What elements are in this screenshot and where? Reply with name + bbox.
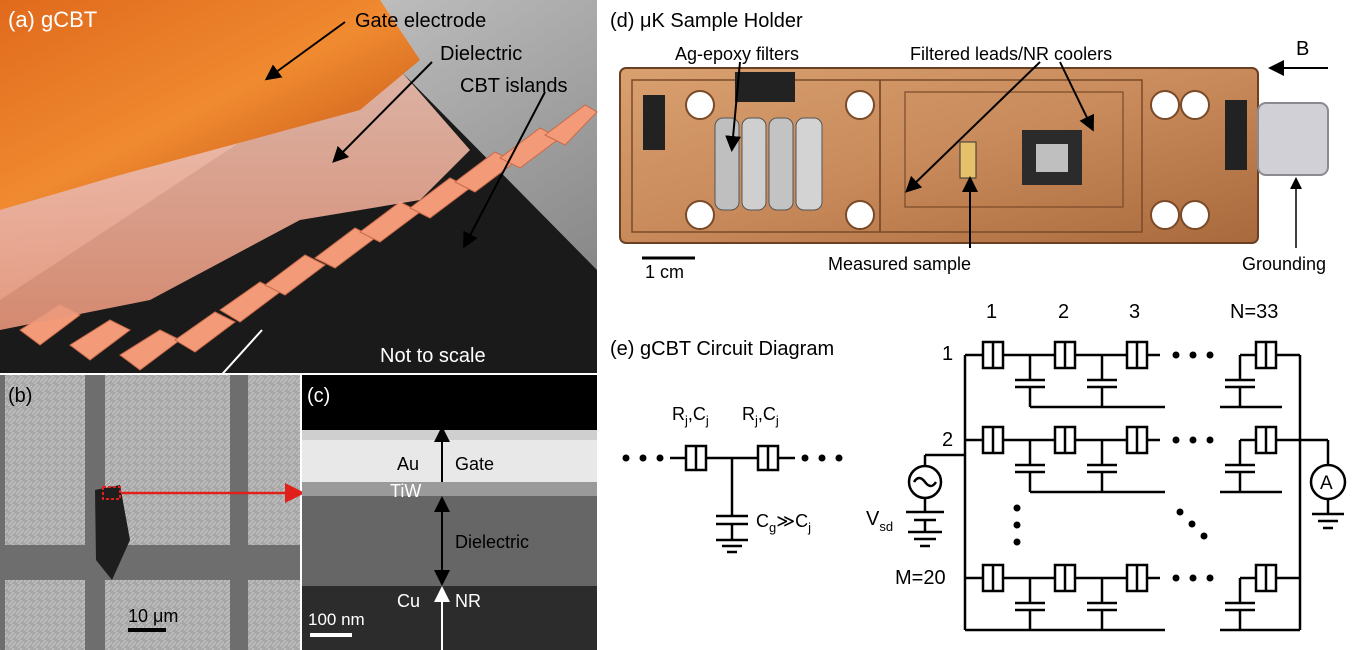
scalebar-c-label: 100 nm [308, 610, 365, 629]
filtered-leads-arrow-2 [1059, 61, 1094, 132]
filter-connector [735, 72, 795, 102]
col-label-2: 2 [1058, 301, 1069, 323]
gate-electrode-layer [0, 0, 420, 210]
ammeter-label: A [1320, 473, 1333, 494]
cg-label: Cg≫Cj [756, 511, 811, 535]
screw-hole [845, 200, 875, 230]
scalebar-b-label: 10 μm [128, 606, 178, 626]
panel-d: (d) μK Sample Holder Ag-ep [610, 10, 1329, 282]
filtered-leads-arrow-1 [905, 61, 1041, 193]
col-label-n: N=33 [1230, 301, 1278, 323]
scalebar-d-label: 1 cm [645, 262, 684, 282]
array-labels: 1 2 3 N=33 1 2 M=20 A Vsd [866, 301, 1333, 589]
measured-sample-label: Measured sample [828, 254, 971, 274]
holder-recess [879, 79, 1143, 233]
panel-c-title: (c) [307, 385, 330, 407]
row-label-2: 2 [942, 429, 953, 451]
tiw-label: TiW [390, 481, 421, 501]
zoom-box [102, 486, 121, 500]
cbt-array-circuit [906, 340, 1347, 632]
sem-pad [248, 375, 300, 545]
dielectric-label: Dielectric [440, 43, 522, 65]
panel-b: (b) 10 μm [0, 375, 305, 650]
rj-cj-label-2: Rj,Cj [742, 404, 779, 428]
rj-cj-label-1: Rj,Cj [672, 404, 709, 428]
gate-electrode-arrow [264, 21, 346, 81]
cbt-island-bars [19, 104, 598, 371]
b-field-label: B [1296, 38, 1309, 60]
screw-hole [845, 90, 875, 120]
fib-cut [95, 485, 130, 580]
panel-b-title: (b) [8, 385, 32, 407]
vsd-label: Vsd [866, 508, 893, 534]
nr-label: NR [455, 591, 481, 611]
grounding-label: Grounding [1242, 254, 1326, 274]
col-label-3: 3 [1129, 301, 1140, 323]
cu-label: Cu [397, 591, 420, 611]
tiw-layer [302, 482, 597, 496]
screw-hole [685, 200, 715, 230]
cbt-islands-label: CBT islands [460, 75, 567, 97]
gate-electrode-label: Gate electrode [355, 10, 486, 32]
sem-pad [105, 580, 230, 650]
measured-sample-chip [959, 141, 977, 179]
ag-epoxy-filters [714, 72, 823, 211]
dielectric-layer-sem [302, 496, 597, 586]
panel-e: (e) gCBT Circuit Diagram Rj,Cj Rj,Cj [610, 301, 1347, 632]
grounding-connector [1257, 102, 1329, 176]
unit-cell-circuit [622, 444, 843, 554]
lead-channel [904, 91, 1124, 208]
au-label: Au [397, 454, 419, 474]
gate-label: Gate [455, 454, 494, 474]
dielectric-label-c: Dielectric [455, 532, 529, 552]
sem-pad [248, 580, 300, 650]
dielectric-arrow [332, 61, 433, 163]
not-to-scale-label: Not to scale [380, 345, 486, 367]
screw-hole [1150, 200, 1180, 230]
row-label-1: 1 [942, 343, 953, 365]
ag-epoxy-arrow [725, 61, 742, 152]
filtered-leads-label: Filtered leads/NR coolers [910, 44, 1112, 64]
screw-hole [1150, 90, 1180, 120]
panel-e-title: (e) gCBT Circuit Diagram [610, 338, 834, 360]
panel-d-title: (d) μK Sample Holder [610, 10, 803, 32]
connector-left [643, 95, 665, 150]
row-label-m: M=20 [895, 567, 946, 589]
panel-c: (c) Au Gate TiW Dielectric Cu NR 100 nm [302, 375, 597, 650]
sem-pad [5, 375, 85, 545]
panel-a: (a) gCBT Gate electrode Dielectric CBT i… [0, 0, 598, 435]
au-top-edge [302, 430, 597, 440]
screw-hole [1180, 200, 1210, 230]
col-label-1: 1 [986, 301, 997, 323]
screw-hole [685, 90, 715, 120]
sem-pad [5, 580, 85, 650]
connector-right [1225, 100, 1247, 170]
nr-cooler-center [1036, 144, 1068, 172]
panel-a-title: (a) gCBT [8, 7, 97, 32]
sem-pad [105, 375, 230, 545]
ag-epoxy-label: Ag-epoxy filters [675, 44, 799, 64]
screw-hole [1180, 90, 1210, 120]
cbt-islands-arrow [463, 91, 546, 249]
au-layer [302, 440, 597, 482]
